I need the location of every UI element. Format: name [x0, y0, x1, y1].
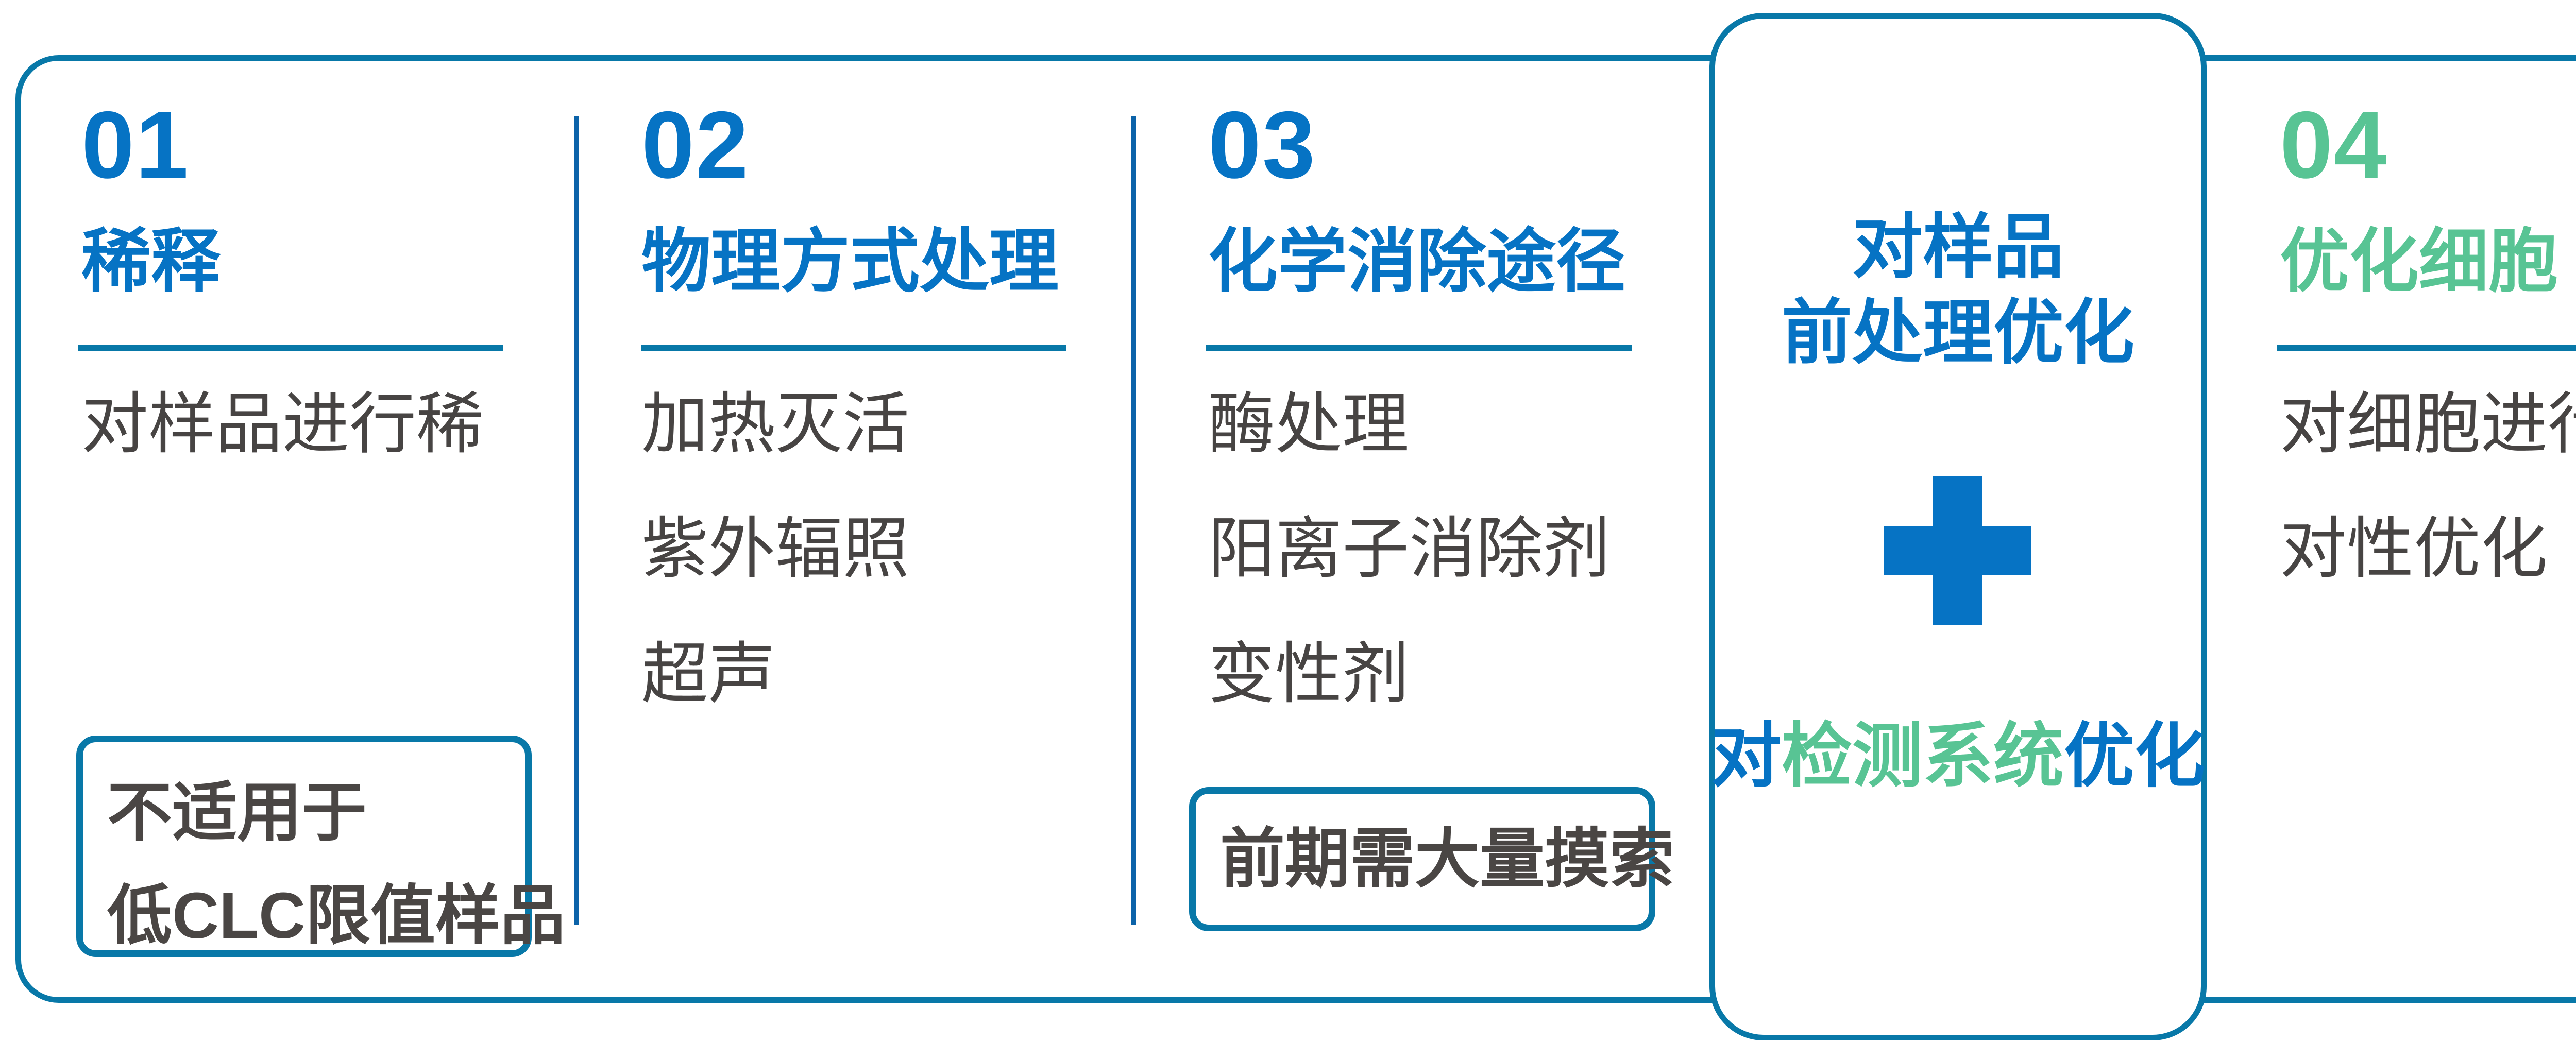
step1-note-text: 不适用于 低CLC限值样品	[107, 761, 565, 967]
column-divider-2	[1131, 116, 1136, 925]
step3-item-3: 变性剂	[1208, 636, 1410, 711]
step4-title: 优化细胞	[2280, 223, 2558, 300]
step3-title: 化学消除途径	[1208, 223, 1625, 300]
step3-note-line-1: 前期需大量摸索	[1220, 823, 1674, 895]
main-panel-border	[15, 55, 2576, 1003]
step1-number: 01	[81, 92, 190, 198]
step2-item-1: 加热灭活	[641, 386, 910, 462]
step1-underline	[78, 345, 503, 351]
step4-item-2: 对性优化	[2280, 511, 2548, 586]
step4-item-1: 对细胞进行针	[2280, 386, 2576, 462]
summary-bottom-highlight: 检测系统	[1781, 717, 2064, 796]
step3-item-2: 阳离子消除剂	[1208, 511, 1611, 586]
step3-underline	[1206, 345, 1632, 351]
step1-note-line-2: 低CLC限值样品	[107, 879, 565, 952]
step2-underline	[641, 345, 1066, 351]
step3-item-1: 酶处理	[1208, 386, 1410, 462]
step4-number: 04	[2280, 92, 2388, 198]
step1-title: 稀释	[81, 223, 221, 300]
step1-note-box	[76, 736, 532, 957]
summary-bottom-suffix: 优化	[2064, 717, 2206, 796]
step3-note-text: 前期需大量摸索	[1220, 821, 1674, 898]
step2-title: 物理方式处理	[641, 223, 1059, 300]
summary-bottom-prefix: 对	[1710, 717, 1782, 796]
step4-underline	[2277, 345, 2576, 351]
summary-bottom-text: 对检测系统优化	[1709, 721, 2207, 792]
step2-item-3: 超声	[641, 636, 776, 711]
step1-note-line-1: 不适用于	[107, 776, 367, 849]
step3-note-box	[1189, 787, 1655, 931]
column-divider-1	[574, 116, 579, 925]
summary-top-text: 对样品 前处理优化	[1709, 205, 2207, 376]
step2-item-2: 紫外辐照	[641, 511, 910, 586]
plus-icon	[1884, 476, 2031, 625]
summary-top-line-2: 前处理优化	[1781, 294, 2134, 372]
summary-top-line-1: 对样品	[1852, 208, 2064, 287]
step3-number: 03	[1208, 92, 1316, 198]
plus-icon-horizontal-bar	[1884, 526, 2031, 575]
step2-number: 02	[641, 92, 750, 198]
step1-item-1: 对样品进行稀	[81, 386, 484, 462]
